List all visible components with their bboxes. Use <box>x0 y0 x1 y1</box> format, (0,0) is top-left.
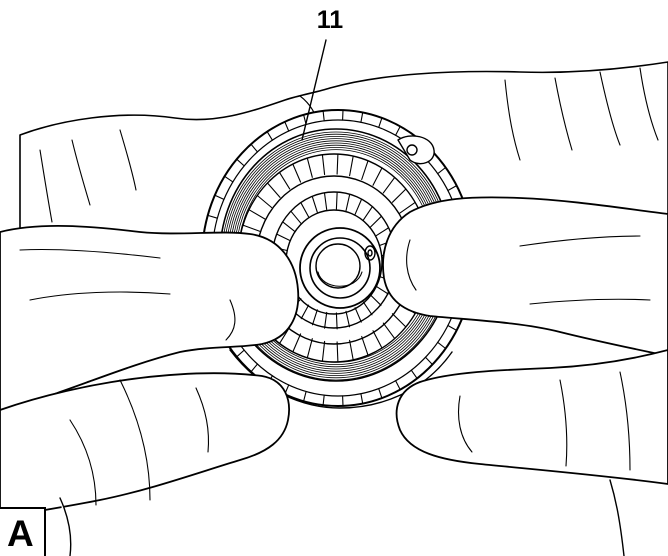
ribsOuter-tick <box>382 322 396 340</box>
ribsInner-tick <box>276 233 291 242</box>
rimNotches-tick <box>360 111 364 123</box>
ribsOuter-tick <box>391 188 407 203</box>
rimNotches-tick <box>322 110 325 122</box>
ribsInner-tick <box>375 227 389 237</box>
ribsInner-tick <box>345 310 351 328</box>
rimNotches-tick <box>224 175 234 183</box>
ribsOuter-tick <box>292 333 302 353</box>
ribsOuter-tick <box>306 157 313 178</box>
ribsInner-tick <box>362 301 373 316</box>
panel-label: A <box>7 513 34 554</box>
rim-eyelet <box>397 135 435 165</box>
ribsOuter-tick <box>349 155 354 177</box>
ribsOuter-tick <box>391 313 407 328</box>
ribsInner-tick <box>369 216 382 228</box>
gloved-right-hand <box>382 196 668 556</box>
ribsOuter-tick <box>306 338 313 359</box>
rimNotches-tick <box>214 194 225 200</box>
ribsOuter-tick <box>292 163 302 183</box>
ribsInner-tick <box>300 304 310 320</box>
rimNotches-tick <box>303 390 307 402</box>
gloved-left-hand <box>0 225 300 556</box>
ribsInner-tick <box>335 192 338 210</box>
rimNotches-tick <box>424 356 433 366</box>
ribsInner-tick <box>354 307 362 323</box>
ribsOuter-tick <box>361 160 369 181</box>
ribsInner-tick <box>311 309 318 326</box>
ribsInner-tick <box>335 312 338 330</box>
ribsInner-tick <box>354 199 362 215</box>
ribsInner-tick <box>324 193 328 211</box>
ribsOuter-tick <box>321 340 326 362</box>
ribsOuter-tick <box>336 341 339 363</box>
ribsOuter-tick <box>372 167 383 186</box>
rimNotches-tick <box>250 363 258 373</box>
ribsOuter-tick <box>266 182 281 198</box>
ribsInner-tick <box>362 206 373 221</box>
rimNotches-tick <box>395 125 401 136</box>
rimNotches-tick <box>437 166 447 175</box>
hub <box>299 227 381 309</box>
callout-leader <box>301 39 327 141</box>
ribsInner-tick <box>324 311 328 329</box>
ribsInner-tick <box>369 294 382 306</box>
ribsOuter-tick <box>248 209 266 220</box>
ribsOuter-tick <box>361 335 369 356</box>
rimNotches-tick <box>236 158 245 167</box>
hook-pin <box>364 245 376 261</box>
ribsOuter-tick <box>321 154 326 176</box>
ribsInner-tick <box>300 202 310 218</box>
rimNotches-tick <box>447 324 458 331</box>
rimNotches-tick <box>437 341 447 350</box>
ribsOuter-tick <box>349 339 354 361</box>
ribsOuter-tick <box>372 330 383 349</box>
rimNotches-tick <box>250 143 258 153</box>
ribsInner-tick <box>375 285 389 295</box>
ribsOuter-tick <box>399 201 416 214</box>
ribsOuter-tick <box>336 153 339 175</box>
rimNotches-tick <box>360 393 364 405</box>
ribsInner-tick <box>345 194 351 212</box>
ribsOuter-tick <box>382 176 396 194</box>
ribsOuter-tick <box>278 171 291 190</box>
ribsOuter-tick <box>242 224 261 232</box>
rimNotches-tick <box>322 394 325 406</box>
rimNotches-tick <box>207 214 218 219</box>
rimNotches-tick <box>410 369 418 379</box>
panel-tab: A <box>0 507 46 556</box>
rimNotches-tick <box>284 121 290 132</box>
ribsInner-tick <box>282 221 296 232</box>
rimNotches-tick <box>378 117 383 128</box>
rimNotches-tick <box>395 380 401 391</box>
rimNotches-tick <box>266 131 273 141</box>
rimNotches-tick <box>236 349 245 358</box>
ribsInner-tick <box>290 211 302 224</box>
rimNotches-tick <box>447 185 458 192</box>
rimNotches-tick <box>378 388 383 399</box>
ribsInner-tick <box>311 196 318 213</box>
callout-label: 11 <box>316 6 344 34</box>
ribsOuter-tick <box>256 194 273 209</box>
